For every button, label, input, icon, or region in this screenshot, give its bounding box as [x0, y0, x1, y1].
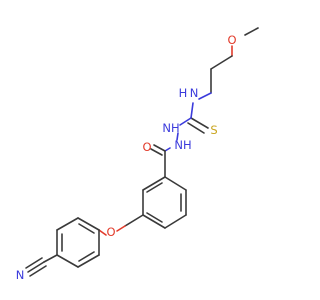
bond-nh-ccarbonyl	[164, 147, 171, 152]
ether-oxygen-label: O	[106, 225, 115, 239]
bond-triple-c	[29, 265, 47, 277]
bond-cs-a	[190, 117, 209, 129]
bond-triple-b	[25, 257, 43, 269]
ring1-double-3	[146, 182, 163, 193]
structure-diagram: O N H S NH NH O O N	[16, 27, 259, 282]
hydrazine-nh-lower-label: NH	[174, 138, 191, 152]
ring1-bond-3	[164, 214, 187, 229]
hydrazine-nh-upper-label: NH	[162, 121, 179, 135]
bond-triple-a	[27, 261, 45, 273]
ring1-bond-6	[142, 176, 166, 191]
bond-ch2-o	[116, 225, 126, 232]
thiourea-nitrogen-label: N	[190, 86, 199, 100]
bond-n-cthione	[190, 102, 194, 119]
bond-methyl-o	[244, 27, 259, 36]
nitrile-nitrogen-label: N	[16, 268, 25, 282]
ring2-bond-4	[56, 254, 79, 268]
bond-ring-cnitrile	[43, 254, 58, 263]
bond-ring-ch2	[124, 214, 144, 227]
ring2-bond-2	[56, 217, 79, 231]
bond-co-a	[153, 144, 166, 152]
thione-sulfur-label: S	[210, 123, 217, 137]
molecule-canvas: O N H S NH NH O O N	[15, 27, 259, 282]
bond-o-ring2	[98, 229, 107, 236]
ring2-double-1	[78, 223, 95, 234]
ring2-bond-1	[77, 217, 100, 231]
carbonyl-oxygen-label: O	[142, 140, 151, 154]
bond-propyl-n	[198, 92, 212, 100]
ring1-bond-1	[164, 176, 187, 191]
ring1-bond-4	[142, 214, 166, 229]
ring2-bond-5	[77, 254, 100, 268]
bond-c-nh-upper	[179, 117, 192, 126]
thiourea-hydrogen-label: H	[179, 86, 188, 100]
bond-propyl-1	[210, 55, 233, 70]
methoxy-oxygen-label: O	[227, 33, 236, 47]
ring2-double-3	[78, 251, 95, 262]
bond-cs-b	[187, 122, 205, 134]
atom-labels: O N H S NH NH O O N	[16, 33, 237, 282]
bonds	[25, 27, 259, 277]
bond-nh-nh	[176, 132, 179, 141]
ring1-double-2	[146, 212, 163, 223]
bond-co-b	[150, 148, 163, 156]
